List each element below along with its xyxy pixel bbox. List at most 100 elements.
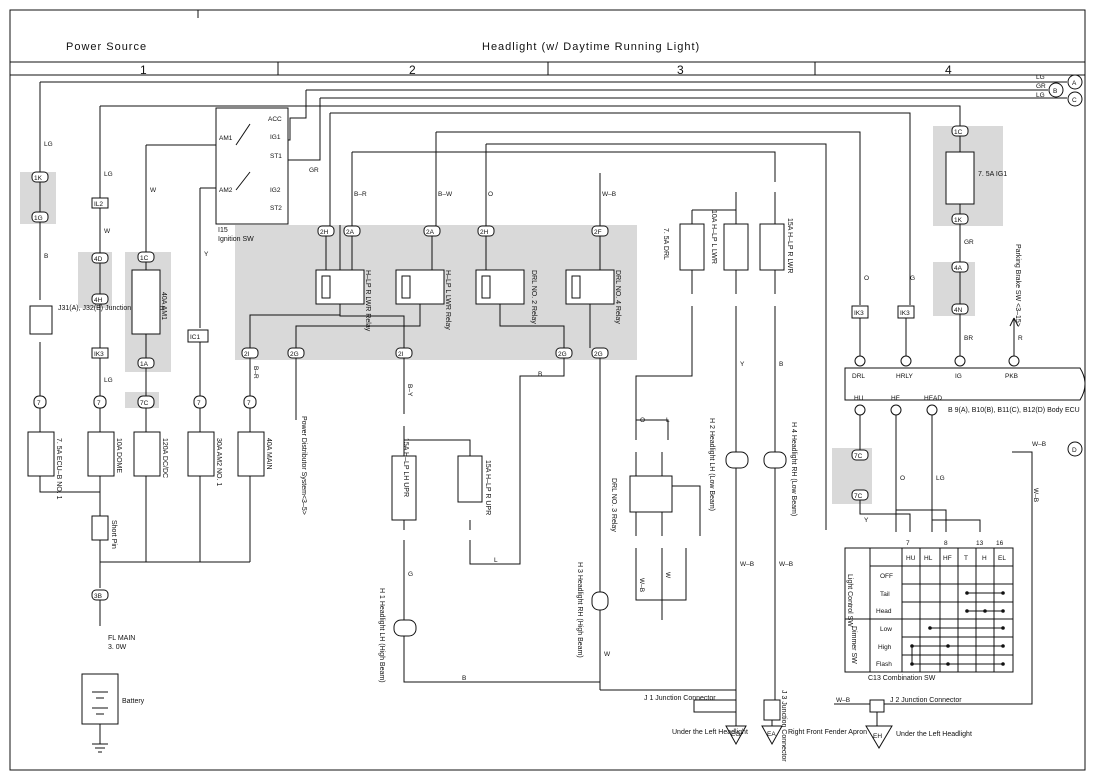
header-main-title: Headlight (w/ Daytime Running Light) xyxy=(482,41,700,53)
svg-text:W–B: W–B xyxy=(1032,441,1046,448)
svg-text:2G: 2G xyxy=(558,351,567,358)
body-ecu: DRL HRLY IG PKB HU HF HEAD B 9(A), B10(B… xyxy=(844,355,1086,416)
offsheet-d[interactable]: D W–B xyxy=(1032,441,1083,457)
svg-text:7: 7 xyxy=(97,400,101,407)
svg-text:10A H–LP L LWR: 10A H–LP L LWR xyxy=(710,210,717,264)
svg-text:Right Front Fender Apron: Right Front Fender Apron xyxy=(788,729,867,736)
svg-text:W: W xyxy=(664,572,671,579)
fuse-ig1: 7. 5A IG1 xyxy=(945,151,1007,205)
svg-text:2A: 2A xyxy=(426,229,435,236)
svg-text:2G: 2G xyxy=(594,351,603,358)
ground-eg: EG Under the Left Headlight xyxy=(672,725,748,746)
svg-text:R: R xyxy=(1018,335,1023,342)
svg-text:IL2: IL2 xyxy=(94,201,103,208)
svg-text:D: D xyxy=(1072,447,1077,454)
connector-1k-right: 1K xyxy=(951,213,969,225)
svg-text:Under the Left Headlight: Under the Left Headlight xyxy=(896,731,972,738)
column-3: 3 xyxy=(677,63,684,77)
column-4: 4 xyxy=(945,63,952,77)
header-frame xyxy=(9,9,1086,771)
svg-text:IK3: IK3 xyxy=(94,351,104,358)
relay-hlp-l-lwr: H–LP L LWR Relay xyxy=(395,269,451,330)
connector-ik3: IK3 xyxy=(91,347,109,359)
fuse-ecu-b: 7. 5A ECU–B NO. 1 xyxy=(27,431,62,500)
svg-text:W–B: W–B xyxy=(602,191,616,198)
svg-text:IG: IG xyxy=(955,373,962,380)
svg-text:J31(A), J32(B) Junction Connec: J31(A), J32(B) Junction Connector xyxy=(58,305,166,312)
fuse-conn-row: 7 7 7C 7 7 xyxy=(33,395,257,409)
svg-text:A: A xyxy=(1072,80,1077,87)
svg-text:W–B: W–B xyxy=(779,561,793,568)
svg-text:16: 16 xyxy=(996,540,1004,547)
svg-text:2I: 2I xyxy=(398,351,404,358)
svg-text:I15: I15 xyxy=(218,227,228,234)
junction-j1: J 1 Junction Connector xyxy=(644,695,737,713)
svg-text:7: 7 xyxy=(37,400,41,407)
svg-text:LG: LG xyxy=(936,475,945,482)
svg-text:EL: EL xyxy=(998,555,1006,562)
svg-text:HL: HL xyxy=(924,555,933,562)
svg-text:13: 13 xyxy=(976,540,984,547)
conn-2g-mid: 2G xyxy=(555,347,573,359)
svg-text:FL MAIN: FL MAIN xyxy=(108,635,135,642)
svg-text:B–R: B–R xyxy=(354,191,367,198)
svg-text:2H: 2H xyxy=(480,229,489,236)
svg-text:J 1 Junction Connector: J 1 Junction Connector xyxy=(644,695,716,702)
svg-text:IG1: IG1 xyxy=(270,134,281,141)
conn-2i-left: 2I xyxy=(241,347,259,359)
svg-text:7: 7 xyxy=(247,400,251,407)
connector-1c: 1C xyxy=(137,251,155,263)
column-2: 2 xyxy=(409,63,416,77)
svg-text:B: B xyxy=(462,675,466,682)
svg-text:15A H–LP R LWR: 15A H–LP R LWR xyxy=(786,218,793,273)
svg-text:W: W xyxy=(104,228,111,235)
connector-7a: 3B xyxy=(91,589,109,601)
svg-text:1A: 1A xyxy=(140,361,149,368)
svg-text:EH: EH xyxy=(873,733,882,740)
svg-text:7C: 7C xyxy=(854,453,863,460)
svg-text:Light Control SW: Light Control SW xyxy=(846,574,853,627)
offsheet-a[interactable]: A LG xyxy=(1036,74,1083,90)
svg-text:7. 5A IG1: 7. 5A IG1 xyxy=(978,171,1007,178)
svg-text:J 2 Junction Connector: J 2 Junction Connector xyxy=(890,697,962,704)
svg-text:O: O xyxy=(640,417,645,424)
svg-text:40A AM1: 40A AM1 xyxy=(160,292,167,320)
offsheet-b[interactable]: B GR xyxy=(1036,82,1064,98)
svg-text:B–W: B–W xyxy=(438,191,453,198)
svg-text:4D: 4D xyxy=(94,256,103,263)
svg-text:Y: Y xyxy=(864,517,869,524)
svg-text:Short Pin: Short Pin xyxy=(110,520,117,549)
svg-text:Ignition SW: Ignition SW xyxy=(218,236,254,243)
svg-text:Y: Y xyxy=(204,251,209,258)
svg-text:EG: EG xyxy=(731,731,740,738)
svg-text:ST2: ST2 xyxy=(270,205,282,212)
svg-text:2I: 2I xyxy=(244,351,250,358)
svg-text:H 4 Headlight RH (Low Beam): H 4 Headlight RH (Low Beam) xyxy=(790,422,797,516)
fuse-hlp-r-upr: 15A H–LP R UPR xyxy=(457,455,491,515)
fuse-40a-am1: 40A AM1 xyxy=(131,269,167,335)
svg-text:J 3 Junction Connector: J 3 Junction Connector xyxy=(780,690,787,762)
svg-text:Parking Brake SW <3–15>: Parking Brake SW <3–15> xyxy=(1014,244,1021,327)
conn-2g-left: 2G xyxy=(287,347,305,359)
svg-text:HEAD: HEAD xyxy=(924,395,942,402)
svg-text:G: G xyxy=(408,571,413,578)
connector-4h: 4H xyxy=(91,293,109,305)
headlight-h3: H 3 Headlight RH (High Beam) xyxy=(576,562,609,658)
svg-text:C: C xyxy=(1072,97,1077,104)
svg-text:AM2: AM2 xyxy=(219,187,233,194)
ignition-switch: ACC IG1 ST1 IG2 ST2 AM1 AM2 I15 Ignition… xyxy=(215,107,289,243)
svg-text:W–B: W–B xyxy=(1032,488,1039,502)
svg-text:H 1 Headlight LH (High Beam): H 1 Headlight LH (High Beam) xyxy=(378,588,385,683)
svg-text:B–R: B–R xyxy=(252,366,259,379)
fuse-main: 40A MAIN xyxy=(237,431,272,477)
conn-2a-mid: 2A xyxy=(423,225,441,237)
svg-text:L: L xyxy=(494,557,498,564)
svg-text:DRL NO. 3 Relay: DRL NO. 3 Relay xyxy=(610,478,617,532)
battery: Battery xyxy=(81,673,145,753)
svg-text:IK3: IK3 xyxy=(854,310,864,317)
fuse-dome: 10A DOME xyxy=(87,431,122,477)
svg-text:HU: HU xyxy=(854,395,864,402)
svg-text:IG2: IG2 xyxy=(270,187,281,194)
offsheet-c[interactable]: C LG xyxy=(1036,91,1083,107)
svg-text:2G: 2G xyxy=(290,351,299,358)
